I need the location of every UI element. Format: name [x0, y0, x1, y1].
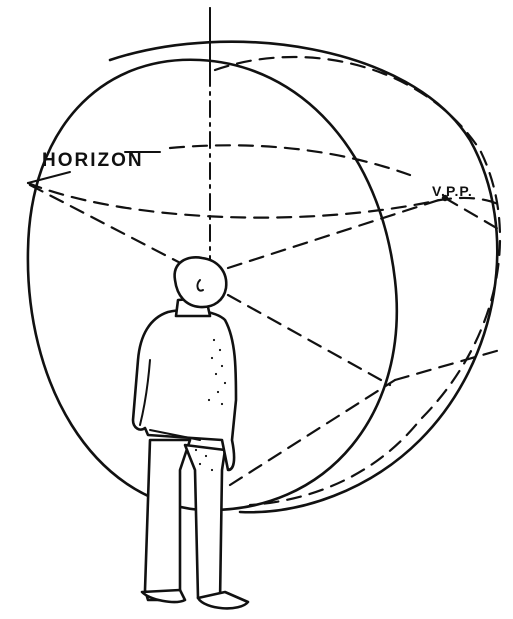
- horizon-line-back: [28, 183, 500, 218]
- central-visual-ray: [228, 198, 445, 268]
- vpp-label: V.P.P.: [432, 183, 473, 199]
- ray-right-lower: [395, 350, 500, 380]
- ray-upper-left: [30, 185, 190, 268]
- viewer-left-leg: [145, 440, 190, 600]
- viewer-figure: [133, 257, 248, 608]
- viewer-head: [175, 257, 227, 307]
- ray-down-right: [230, 380, 395, 485]
- horizon-label: HORIZON: [42, 150, 144, 171]
- horizon-left-solid: [28, 172, 70, 183]
- ray-lower-right: [228, 295, 390, 385]
- horizon-line-front: [170, 145, 410, 175]
- viewer-right-leg: [185, 445, 225, 602]
